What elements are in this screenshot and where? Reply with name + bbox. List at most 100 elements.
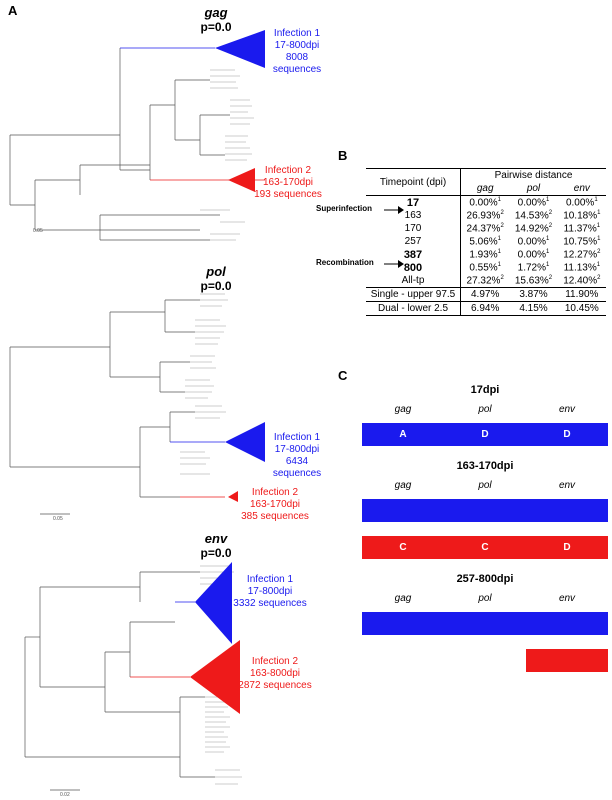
gag-tree-title: gag xyxy=(204,5,228,20)
timepoint-cell: All-tp xyxy=(401,275,425,286)
panel-c-gene-label: env xyxy=(558,480,576,491)
pol-distance-value: 15.63% xyxy=(514,275,549,287)
pairwise-distance-table: Timepoint (dpi) Pairwise distance gag po… xyxy=(366,168,606,316)
pol-distance-cell: 0.00%1 xyxy=(509,248,557,261)
panel-c-gene-label: pol xyxy=(478,593,492,604)
pol-distance-value: 14.92% xyxy=(514,223,549,235)
blue-genome-segment xyxy=(362,499,444,522)
panel-c-gene-label: gag xyxy=(394,404,412,415)
pol-distance-cell: 15.63%2 xyxy=(509,274,557,288)
gag-distance-cell: 24.37%2 xyxy=(460,222,510,235)
gag-footnote-mark: 1 xyxy=(497,248,502,255)
pol-threshold-cell: 3.87% xyxy=(519,289,548,300)
panel-c-gene-label: env xyxy=(558,404,576,415)
gag-distance-cell: 0.00%1 xyxy=(460,195,510,209)
gag-footnote-mark: 2 xyxy=(500,274,504,281)
env-clade1-line1: Infection 1 xyxy=(246,574,294,585)
red-genome-segment xyxy=(526,649,608,672)
pol-footnote-mark: 2 xyxy=(548,222,553,229)
threshold-label: Dual - lower 2.5 xyxy=(377,303,449,314)
gag-distance-cell: 1.93%1 xyxy=(460,248,510,261)
gag-distance-value: 0.00% xyxy=(469,197,498,209)
pol-clade2-line2: 163-170dpi xyxy=(249,499,301,510)
gag-infection2-label: Infection 2 163-170dpi 193 sequences xyxy=(253,165,323,201)
gag-clade2-line3: 193 sequences xyxy=(254,189,322,200)
pol-distance-cell: 0.00%1 xyxy=(509,196,557,210)
header-pairwise-distance: Pairwise distance xyxy=(460,168,606,182)
panel-c-group-title: 163-170dpi xyxy=(456,460,514,472)
env-footnote-mark: 1 xyxy=(597,209,601,216)
env-phylogenetic-tree xyxy=(24,562,242,791)
pol-distance-value: 0.00% xyxy=(517,249,546,261)
gag-footnote-mark: 2 xyxy=(500,209,504,216)
gag-distance-cell: 26.93%2 xyxy=(460,209,510,222)
env-distance-cell: 12.40%2 xyxy=(558,274,606,288)
pol-threshold-cell: 4.15% xyxy=(519,303,548,314)
panel-c-gene-label: gag xyxy=(394,593,412,604)
pol-footnote-mark: 1 xyxy=(546,261,550,268)
env-footnote-mark: 2 xyxy=(597,248,601,255)
blue-genome-segment xyxy=(444,612,526,635)
empty-genome-segment xyxy=(362,649,444,672)
pol-distance-cell: 1.72%1 xyxy=(509,261,557,274)
env-clade1-line2: 17-800dpi xyxy=(247,586,293,597)
panel-c-label: C xyxy=(338,368,348,383)
env-distance-value: 0.00% xyxy=(565,197,595,209)
env-scale-bar-label: 0.02 xyxy=(60,792,70,798)
gag-distance-value: 24.37% xyxy=(466,223,501,235)
panel-c-gene-label: env xyxy=(558,593,576,604)
pol-footnote-mark: 2 xyxy=(548,209,553,216)
pol-scale-bar xyxy=(40,513,70,515)
gag-tree-pvalue: p=0.0 xyxy=(200,20,232,34)
gag-threshold-cell: 6.94% xyxy=(460,301,510,316)
gag-clade1-line2: 17-800dpi xyxy=(274,40,320,51)
pol-distance-value: 0.00% xyxy=(517,236,546,248)
recombination-annotation: Recombination xyxy=(316,258,374,267)
pol-clade1-line2: 17-800dpi xyxy=(274,444,320,455)
env-threshold-cell: 10.45% xyxy=(564,303,599,314)
env-tree-pvalue: p=0.0 xyxy=(200,546,232,560)
threshold-label: Single - upper 97.5 xyxy=(370,289,456,300)
pol-distance-value: 1.72% xyxy=(517,262,546,274)
panel-a-label: A xyxy=(8,3,18,18)
pol-tree-title: pol xyxy=(206,264,226,279)
env-distance-value: 10.75% xyxy=(563,236,598,248)
timepoint-cell: 17 xyxy=(406,196,420,209)
red-genome-segment: D xyxy=(526,536,608,559)
panel-c-gene-label: pol xyxy=(478,480,492,491)
env-footnote-mark: 2 xyxy=(597,274,601,281)
pol-distance-cell: 14.92%2 xyxy=(509,222,557,235)
gag-distance-value: 0.55% xyxy=(469,262,498,274)
gag-distance-cell: 5.06%1 xyxy=(460,235,510,248)
gag-distance-value: 5.06% xyxy=(469,236,498,248)
gag-footnote-mark: 1 xyxy=(497,235,502,242)
timepoint-cell: 170 xyxy=(404,223,422,234)
empty-genome-segment xyxy=(444,649,526,672)
env-clade1-line3: 3332 sequences xyxy=(233,598,307,609)
gag-clade1-line1: Infection 1 xyxy=(273,28,321,39)
env-clade2-line2: 163-800dpi xyxy=(249,668,301,679)
pol-infection2-label: Infection 2 163-170dpi 385 sequences xyxy=(240,487,310,523)
gag-distance-cell: 0.55%1 xyxy=(460,261,510,274)
blue-genome-segment xyxy=(526,612,608,635)
panel-b-label: B xyxy=(338,148,348,163)
pol-clade1-line3: 6434 sequences xyxy=(272,456,322,479)
env-distance-value: 10.18% xyxy=(563,210,598,222)
env-footnote-mark: 1 xyxy=(596,222,601,229)
gag-footnote-mark: 2 xyxy=(500,222,504,229)
red-genome-segment: C xyxy=(362,536,444,559)
pol-infection1-label: Infection 1 17-800dpi 6434 sequences xyxy=(262,432,332,480)
panel-c-group-title: 17dpi xyxy=(470,384,500,396)
pol-footnote-mark: 2 xyxy=(548,274,553,281)
pol-footnote-mark: 1 xyxy=(546,235,550,242)
timepoint-cell: 257 xyxy=(404,236,422,247)
pol-phylogenetic-tree xyxy=(9,293,265,502)
col-pol: pol xyxy=(526,183,541,194)
pol-clade1-line1: Infection 1 xyxy=(273,432,321,443)
gag-distance-value: 26.93% xyxy=(466,210,501,222)
